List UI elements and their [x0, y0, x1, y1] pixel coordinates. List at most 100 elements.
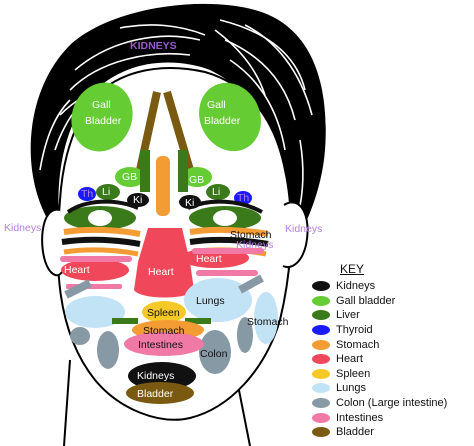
- key-item: Gall bladder: [312, 294, 472, 309]
- label-ki-right: Ki: [185, 197, 194, 209]
- intestines-zone: [124, 332, 204, 356]
- label-gall-bladder-left-2: Bladder: [85, 115, 122, 127]
- stomach-under-eye-left: [63, 226, 141, 237]
- label-kidneys-chin: Kidneys: [137, 370, 174, 382]
- label-gb-right: GB: [189, 174, 204, 186]
- key-swatch: [312, 383, 330, 394]
- label-bladder-chin: Bladder: [137, 388, 174, 400]
- left-pupil: [88, 210, 112, 226]
- hair: [30, 3, 326, 251]
- label-kidneys-forehead: KIDNEYS: [130, 40, 177, 52]
- key-item: Intestines: [312, 410, 472, 425]
- lungs-left-zone: [65, 296, 125, 328]
- stomach-nose-zone: [156, 156, 170, 216]
- li-right-zone: [206, 184, 230, 200]
- liver-left-zone: [140, 150, 150, 192]
- key-item-label: Stomach: [336, 338, 380, 351]
- label-heart-center: Heart: [148, 266, 174, 278]
- lungs-lower-right-zone: [254, 292, 278, 344]
- gall-bladder-right-zone: [199, 82, 261, 152]
- key-item: Thyroid: [312, 323, 472, 338]
- gb-left-zone: [115, 167, 145, 187]
- kidneys-under-eye-right: [189, 236, 269, 247]
- lungs-right-zone: [184, 278, 252, 322]
- colon-left-upper: [64, 279, 92, 299]
- key-item: Colon (Large intestine): [312, 396, 472, 411]
- label-li-right: Li: [212, 186, 220, 198]
- label-lungs: Lungs: [196, 295, 225, 307]
- key-item-label: Kidneys: [336, 280, 376, 293]
- thyroid-left-zone: [78, 187, 96, 201]
- label-gall-bladder-right-2: Bladder: [204, 115, 241, 127]
- key-swatch: [312, 339, 330, 350]
- label-gall-bladder-left-1: Gall: [92, 99, 111, 111]
- colon-left-mid: [70, 327, 90, 345]
- colon-right-mid: [237, 317, 253, 353]
- label-li-left: Li: [102, 186, 110, 198]
- label-stomach-upper-right: Stomach: [230, 229, 272, 241]
- key-swatch: [312, 412, 330, 423]
- key-swatch: [312, 368, 330, 379]
- label-kidneys-cheek-right: Kidneys: [236, 239, 273, 251]
- label-heart-left: Heart: [64, 264, 90, 276]
- right-ear: [282, 201, 309, 268]
- intestines-cheek-right: [192, 248, 264, 254]
- label-intestines: Intestines: [138, 339, 183, 351]
- spleen-zone: [142, 301, 186, 323]
- label-stomach-lower-right: Stomach: [247, 316, 289, 328]
- label-heart-right: Heart: [196, 253, 222, 265]
- label-th-left: Th: [81, 188, 93, 200]
- key-swatch: [312, 325, 330, 336]
- key-item: Spleen: [312, 367, 472, 382]
- key-title: KEY: [340, 262, 365, 276]
- intestines-cheek-left: [60, 256, 132, 262]
- heart-left-zone: [61, 259, 129, 281]
- key-item-label: Gall bladder: [336, 294, 396, 307]
- heart-center-zone: [134, 228, 194, 298]
- key-swatch: [312, 398, 330, 409]
- key-item: Lungs: [312, 381, 472, 396]
- kidneys-under-eye-left: [61, 236, 141, 247]
- key-swatch: [312, 427, 330, 438]
- li-left-zone: [96, 184, 120, 200]
- colon-right-upper: [238, 274, 264, 294]
- key-item: Bladder: [312, 425, 472, 440]
- key-item-label: Heart: [336, 353, 363, 366]
- key-item-label: Liver: [336, 309, 360, 322]
- right-brow-kidneys: [187, 199, 263, 214]
- key-item: Liver: [312, 308, 472, 323]
- key-item-label: Lungs: [336, 382, 366, 395]
- key-swatch: [312, 281, 330, 292]
- label-spleen: Spleen: [147, 307, 180, 319]
- intestines-cheek-right-2: [196, 270, 258, 276]
- liver-lower-right: [185, 318, 211, 324]
- label-ki-left: Ki: [133, 194, 142, 206]
- left-ear: [41, 208, 63, 277]
- right-pupil: [213, 210, 237, 226]
- left-brow-kidneys: [66, 199, 139, 214]
- stomach-under-eye-left-2: [63, 247, 139, 257]
- key-item-label: Colon (Large intestine): [336, 397, 448, 410]
- label-gall-bladder-right-1: Gall: [207, 99, 226, 111]
- label-stomach-center: Stomach: [143, 325, 185, 337]
- key-swatch: [312, 354, 330, 365]
- key-item-label: Spleen: [336, 367, 371, 380]
- colon-right-lower: [199, 330, 231, 374]
- label-kidneys-left-side: Kidneys: [4, 222, 41, 234]
- liver-right-zone: [178, 150, 188, 192]
- key-swatch: [312, 310, 330, 321]
- label-colon: Colon: [200, 348, 228, 360]
- key-item: Kidneys: [312, 279, 472, 294]
- key-item-label: Thyroid: [336, 324, 373, 337]
- key-item-label: Intestines: [336, 411, 384, 424]
- kidneys-chin-zone: [128, 362, 196, 390]
- liver-lower-left: [112, 318, 138, 324]
- label-gb-left: GB: [122, 171, 137, 183]
- gb-right-zone: [182, 167, 212, 187]
- bladder-chin-zone: [126, 382, 194, 404]
- ki-left-zone: [127, 193, 149, 207]
